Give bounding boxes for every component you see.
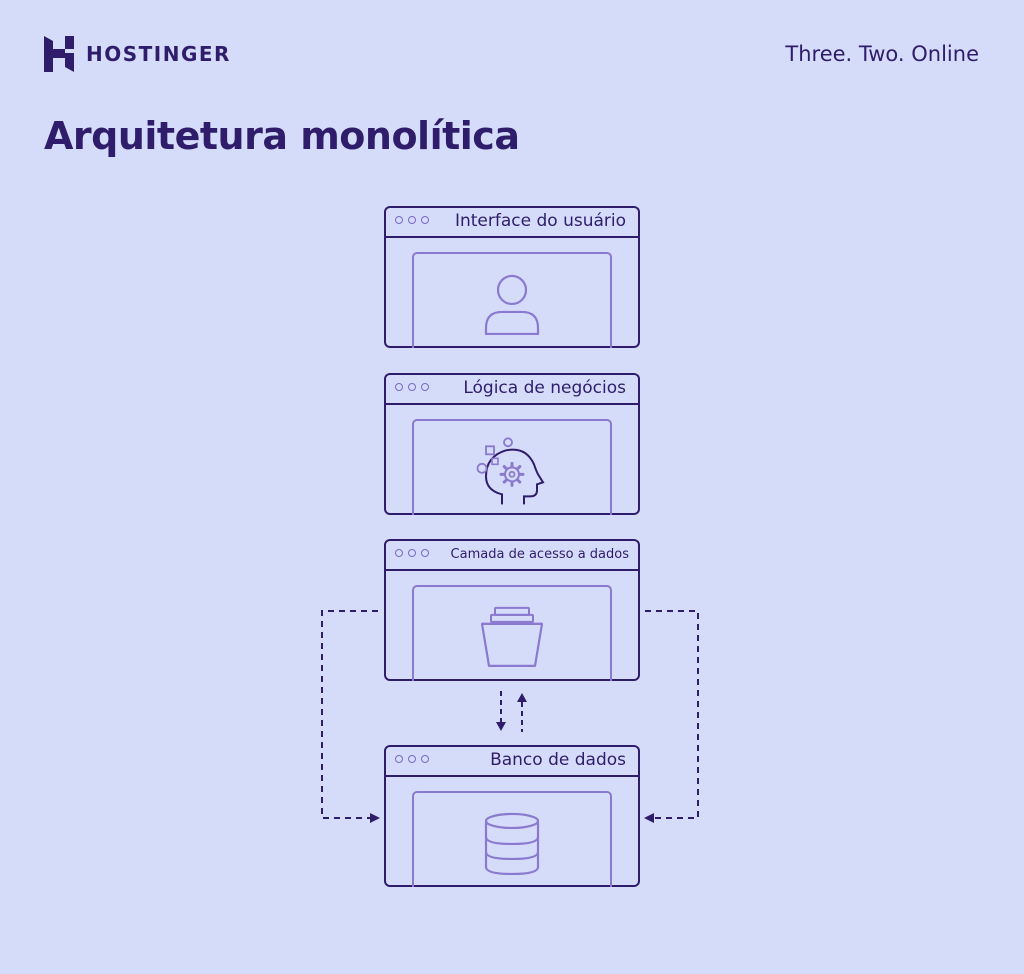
card-header: Interface do usuário bbox=[386, 208, 638, 238]
card-body bbox=[412, 419, 612, 515]
hostinger-logo: HOSTINGER bbox=[44, 36, 231, 72]
layer-label: Interface do usuário bbox=[454, 211, 626, 231]
card-header: Banco de dados bbox=[386, 747, 638, 777]
down-arrowhead bbox=[496, 722, 506, 731]
card-body bbox=[412, 252, 612, 348]
window-dot bbox=[395, 383, 403, 391]
layer-card-business-logic: Lógica de negócios bbox=[384, 373, 640, 515]
window-dot bbox=[408, 383, 416, 391]
tagline: Three. Two. Online bbox=[785, 42, 979, 66]
window-dot bbox=[421, 383, 429, 391]
layer-label: Camada de acesso a dados bbox=[450, 547, 629, 562]
hostinger-logo-icon bbox=[44, 36, 74, 72]
window-dots bbox=[395, 383, 429, 391]
card-body bbox=[412, 585, 612, 681]
window-dot bbox=[421, 755, 429, 763]
right-connector bbox=[645, 610, 699, 819]
files-stack-icon bbox=[480, 606, 544, 667]
window-dot bbox=[395, 549, 403, 557]
window-dot bbox=[395, 216, 403, 224]
window-dots bbox=[395, 549, 429, 557]
window-dot bbox=[408, 549, 416, 557]
layer-card-ui: Interface do usuário bbox=[384, 206, 640, 348]
window-dots bbox=[395, 216, 429, 224]
card-body bbox=[412, 791, 612, 887]
brain-gear-icon bbox=[476, 437, 545, 505]
layer-label: Banco de dados bbox=[490, 750, 626, 770]
layer-card-data-access: Camada de acesso a dados bbox=[384, 539, 640, 681]
window-dot bbox=[421, 549, 429, 557]
card-header: Lógica de negócios bbox=[386, 375, 638, 405]
left-arrowhead bbox=[370, 813, 380, 823]
right-arrowhead bbox=[644, 813, 654, 823]
window-dot bbox=[395, 755, 403, 763]
page-title: Arquitetura monolítica bbox=[44, 114, 520, 158]
card-header: Camada de acesso a dados bbox=[386, 541, 638, 571]
brand-name: HOSTINGER bbox=[86, 42, 231, 66]
window-dot bbox=[408, 216, 416, 224]
layer-card-database: Banco de dados bbox=[384, 745, 640, 887]
layer-label: Lógica de negócios bbox=[463, 378, 626, 398]
database-icon bbox=[484, 812, 540, 876]
user-icon bbox=[484, 274, 540, 336]
window-dots bbox=[395, 755, 429, 763]
left-connector bbox=[321, 610, 378, 819]
window-dot bbox=[421, 216, 429, 224]
up-arrowhead bbox=[517, 693, 527, 702]
window-dot bbox=[408, 755, 416, 763]
